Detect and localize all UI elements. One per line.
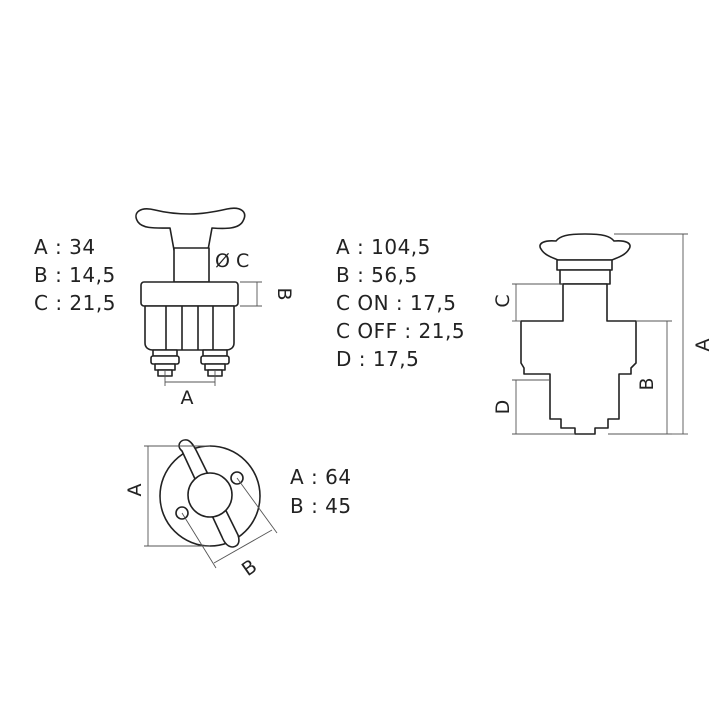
front-terminal-right <box>200 349 230 377</box>
side-label-d: D <box>492 400 514 415</box>
side-view-drawing <box>512 233 688 435</box>
side-cap-base <box>559 269 611 285</box>
front-body <box>144 305 235 351</box>
spec-front-a: A : 34 <box>34 235 96 259</box>
spec-front-c: C : 21,5 <box>34 291 116 315</box>
front-flange <box>140 281 239 307</box>
side-label-c: C <box>492 294 514 307</box>
top-label-b: B <box>238 555 261 581</box>
front-view-drawing <box>135 207 262 386</box>
front-label-b: B <box>273 287 295 300</box>
spec-top-a: A : 64 <box>290 465 352 489</box>
spec-list-side: A : 104,5 B : 56,5 C ON : 17,5 C OFF : 2… <box>336 235 465 371</box>
side-label-a: A <box>692 339 714 352</box>
spec-side-b: B : 56,5 <box>336 263 418 287</box>
front-label-a: A <box>181 387 194 409</box>
top-label-a: A <box>124 484 146 497</box>
spec-side-c-off: C OFF : 21,5 <box>336 319 465 343</box>
side-cap-band <box>556 259 613 271</box>
spec-side-d: D : 17,5 <box>336 347 419 371</box>
spec-list-front: A : 34 B : 14,5 C : 21,5 <box>34 235 116 315</box>
spec-list-top: A : 64 B : 45 <box>290 465 352 518</box>
front-handle <box>135 207 246 251</box>
top-center-knob <box>187 472 233 518</box>
front-label-c: Ø C <box>215 250 249 272</box>
top-view-drawing <box>144 439 278 569</box>
spec-side-a: A : 104,5 <box>336 235 431 259</box>
spec-top-b: B : 45 <box>290 494 352 518</box>
side-body <box>520 283 637 435</box>
side-cap <box>539 233 631 261</box>
spec-side-c-on: C ON : 17,5 <box>336 291 457 315</box>
side-label-b: B <box>636 377 658 390</box>
front-stem <box>173 247 210 283</box>
spec-front-b: B : 14,5 <box>34 263 116 287</box>
